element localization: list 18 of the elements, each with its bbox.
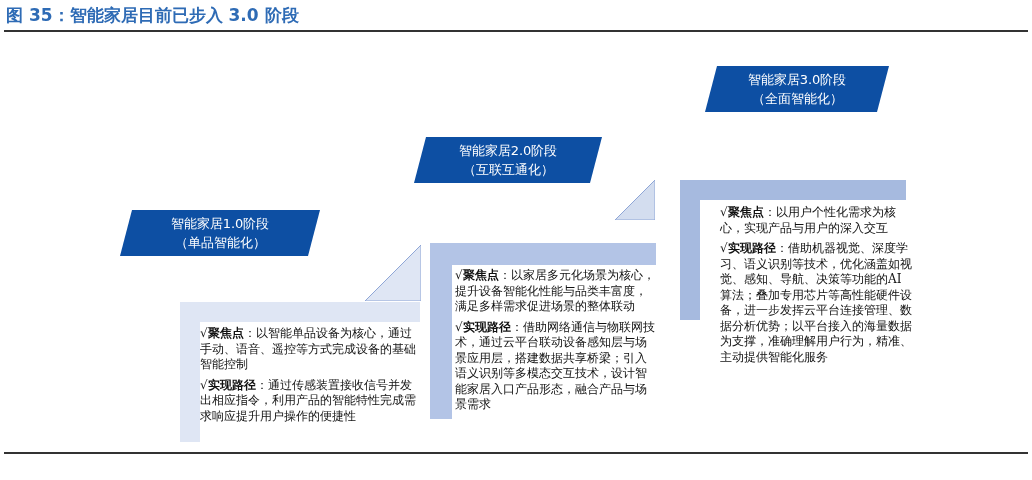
figure-title: 图 35：智能家居目前已步入 3.0 阶段 [6, 4, 299, 27]
stage-banner [120, 210, 320, 256]
step-panel [180, 302, 420, 442]
focus-text: √聚焦点：以用户个性化需求为核心，实现产品与用户的深入交互 [720, 205, 897, 236]
approach-text: √实现路径：通过传感装置接收信号并发出相应指令，利用产品的智能特性完成需求响应提升用户操作的便捷性 [200, 377, 417, 424]
approach-text: √实现路径：借助网络通信与物联网技术，通过云平台联动设备感知层与场景应用层，搭建数据共享桥梁；引入语义识别等多模态交互技术，设计智能家居入口产品形态，融合产品与场景需求 [455, 319, 655, 413]
focus-text: √聚焦点：以智能单品设备为核心，通过手动、语音、遥控等方式完成设备的基础智能控制 [200, 326, 417, 373]
focus-text: √聚焦点：以家居多元化场景为核心，提升设备智能化性能与品类丰富度，满足多样需求促进场景的整体联动 [455, 268, 655, 315]
stage-name: 智能家居1.0阶段 [169, 215, 271, 233]
stage-name: 智能家居3.0阶段 [746, 71, 848, 89]
stage-banner [414, 137, 602, 183]
stage-subtitle: （单品智能化） [173, 234, 267, 252]
stage-banner [705, 66, 889, 112]
step-panel [430, 243, 656, 419]
stage-subtitle: （全面智能化） [750, 90, 844, 108]
stage-subtitle: （互联互通化） [461, 161, 555, 179]
approach-text: √实现路径：借助机器视觉、深度学习、语义识别等技术，优化涵盖如视觉、感知、导航、决策等功能的AI算法；叠加专用芯片等高性能硬件设备，进一步发挥云平台连接管理、数据分析优势；以平台接入的海量数据为支撑，准确理解用户行为，精准、主动提供智能化服务 [720, 241, 912, 365]
stage-name: 智能家居2.0阶段 [457, 142, 559, 160]
